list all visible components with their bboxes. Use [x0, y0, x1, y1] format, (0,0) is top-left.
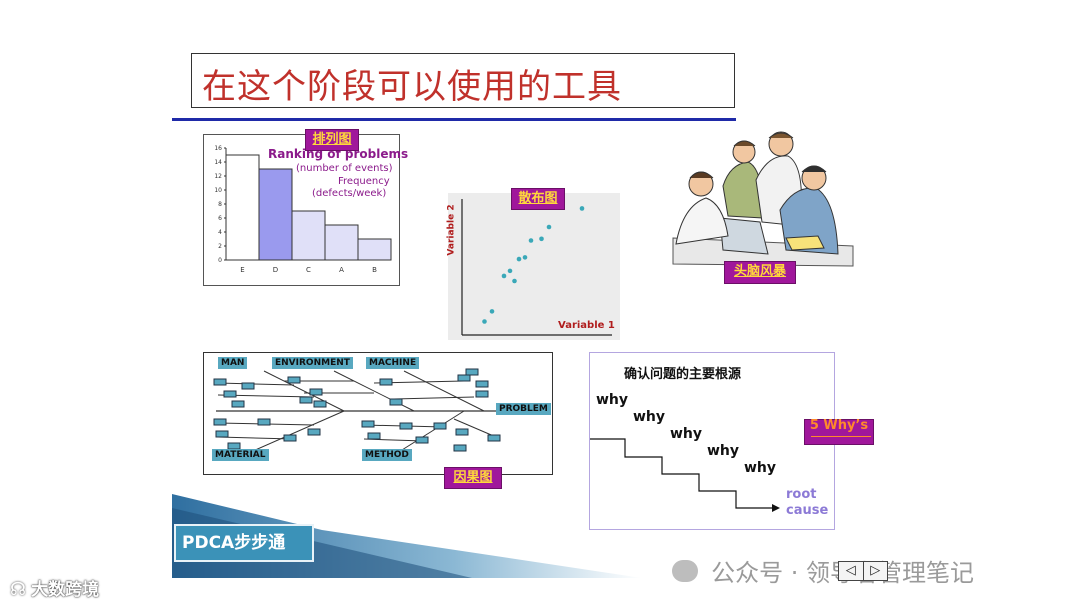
scatter-ylabel: Variable 2 [446, 204, 457, 256]
why-4: why [707, 443, 740, 459]
scatter-point [579, 206, 585, 211]
cause-label: cause [786, 503, 829, 518]
title-divider [172, 118, 736, 121]
pareto-y-tick-label: 14 [214, 159, 222, 166]
root-label: root [786, 487, 817, 502]
scatter-point [539, 236, 544, 242]
pareto-x-tick-label: E [240, 266, 244, 274]
watermark-logo-icon: ☊ [10, 579, 26, 600]
pareto-bar [225, 154, 260, 261]
prev-button[interactable]: ◁ [845, 563, 856, 578]
five-why-tag-underline [811, 436, 871, 437]
five-why-tag-label: 5 Why’s [809, 418, 869, 433]
pdca-banner[interactable]: PDCA步步通 [174, 524, 314, 562]
fishbone-environment-label: ENVIRONMENT [272, 357, 353, 369]
pareto-x-tick-label: A [339, 266, 344, 274]
pareto-y-tick-label: 4 [218, 229, 222, 236]
scatter-point [516, 256, 522, 262]
pareto-x-tick-label: D [273, 266, 278, 274]
fishbone-tag[interactable]: 因果图 [444, 467, 502, 489]
pareto-tag[interactable]: 排列图 [305, 129, 359, 151]
slide-nav: ◁ ▷ [838, 561, 888, 581]
scatter-point [501, 273, 507, 279]
pareto-heading: Ranking of problems [268, 147, 409, 161]
pareto-y-tick-label: 6 [218, 215, 222, 222]
page-title: 在这个阶段可以使用的工具 [202, 67, 622, 107]
fishbone-material-label: MATERIAL [212, 449, 269, 461]
pareto-y-tick-label: 0 [218, 257, 222, 264]
watermark-left: ☊ 大数跨境 [10, 575, 99, 600]
why-3: why [670, 426, 703, 442]
scatter-point [546, 224, 552, 230]
scatter-chart [461, 199, 612, 336]
fishbone-diagram [213, 368, 502, 456]
pareto-bar [357, 238, 392, 261]
scatter-point [528, 238, 534, 243]
pareto-sub1: (number of events) [296, 163, 393, 174]
watermark-left-text: 大数跨境 [31, 580, 100, 600]
five-why-tag[interactable]: 5 Why’s [804, 419, 874, 445]
scatter-point [512, 278, 517, 284]
scatter-point [507, 268, 513, 274]
staircase-arrow [590, 438, 780, 512]
scatter-panel: Variable 2 Variable 1 [446, 193, 620, 340]
pareto-y-tick-label: 10 [214, 187, 222, 194]
fishbone-method-label: METHOD [362, 449, 412, 461]
watermark-right: 公众号 · 领导者管理笔记 [672, 553, 974, 588]
why-1: why [596, 392, 629, 408]
brainstorm-tag[interactable]: 头脑风暴 [724, 261, 796, 284]
five-why-heading: 确认问题的主要根源 [624, 367, 742, 382]
pareto-chart: 0 2 4 6 8 10 12 14 16E D C A B [214, 145, 392, 274]
scatter-point [489, 309, 495, 314]
brainstorm-illustration [672, 131, 854, 267]
pareto-y-tick-label: 8 [218, 201, 222, 208]
pareto-sub3: (defects/week) [312, 188, 387, 199]
fishbone-man-label: MAN [218, 357, 248, 369]
why-5: why [744, 460, 777, 476]
pareto-bar [324, 224, 359, 261]
pareto-x-tick-label: C [306, 266, 311, 274]
pareto-bar [291, 210, 326, 261]
pdca-banner-label: PDCA步步通 [182, 533, 286, 553]
fishbone-panel: MAN ENVIRONMENT MACHINE MATERIAL METHOD … [203, 352, 553, 475]
scatter-tag[interactable]: 散布图 [511, 188, 565, 210]
fishbone-machine-label: MACHINE [366, 357, 420, 369]
pareto-sub2: Frequency [338, 176, 390, 187]
pareto-y-tick-label: 12 [214, 173, 222, 180]
title-box: 在这个阶段可以使用的工具 [191, 53, 735, 108]
scatter-point [482, 319, 487, 324]
wechat-icon [672, 559, 698, 582]
next-button[interactable]: ▷ [862, 562, 888, 580]
five-why-panel: 确认问题的主要根源 why why why why why root cause [589, 352, 835, 530]
pareto-y-tick-label: 16 [214, 145, 222, 152]
scatter-xlabel: Variable 1 [558, 320, 615, 331]
pareto-y-tick-label: 2 [218, 243, 222, 250]
why-2: why [633, 409, 666, 425]
pareto-bar [258, 168, 293, 261]
pareto-x-tick-label: B [372, 266, 377, 274]
scatter-point [522, 255, 528, 260]
fishbone-problem-label: PROBLEM [496, 403, 551, 415]
